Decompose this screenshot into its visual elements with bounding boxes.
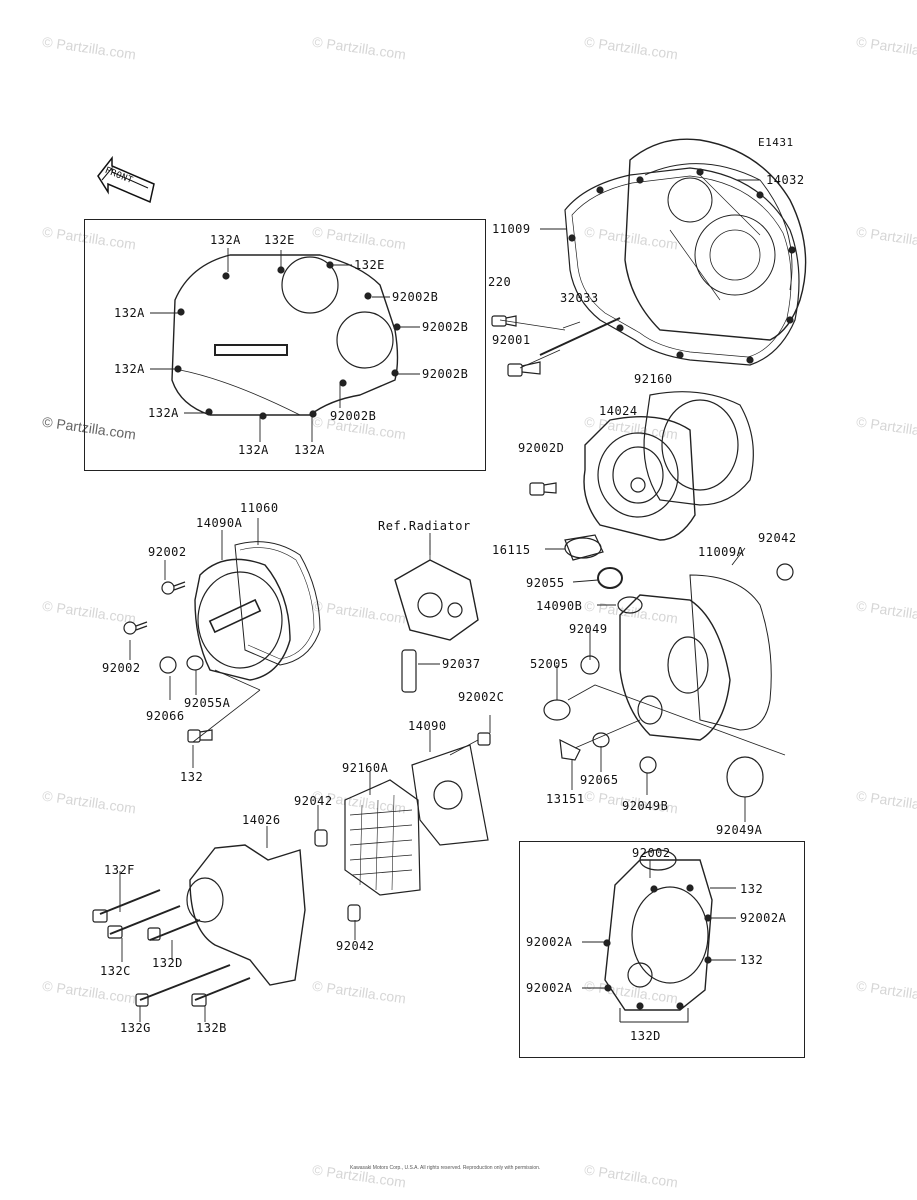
part-label-16115: 16115 bbox=[492, 543, 531, 557]
part-label-13151: 13151 bbox=[546, 792, 585, 806]
part-label-14024: 14024 bbox=[599, 404, 638, 418]
part-label-132: 132 bbox=[180, 770, 204, 784]
part-label-92160A: 92160A bbox=[342, 761, 389, 775]
part-label-92055A: 92055A bbox=[184, 696, 231, 710]
part-label-32033: 32033 bbox=[560, 291, 599, 305]
part-label-132A: 132A bbox=[294, 443, 325, 457]
part-label-92002D: 92002D bbox=[518, 441, 565, 455]
part-label-92002C: 92002C bbox=[458, 690, 505, 704]
cover-14026 bbox=[92, 829, 361, 1007]
part-label-92002: 92002 bbox=[632, 846, 671, 860]
ref-radiator-label: Ref.Radiator bbox=[378, 519, 471, 533]
crankcase-cover-14032 bbox=[624, 138, 807, 341]
cover-14090A bbox=[123, 558, 291, 743]
water-pump-cover-detail bbox=[603, 849, 713, 1023]
part-label-92055: 92055 bbox=[526, 576, 565, 590]
part-label-92049B: 92049B bbox=[622, 799, 669, 813]
part-label-92037: 92037 bbox=[442, 657, 481, 671]
plate-14090 bbox=[411, 732, 491, 846]
gasket-92160A bbox=[344, 779, 421, 896]
cover-14024 bbox=[529, 416, 696, 541]
part-label-92002B: 92002B bbox=[422, 320, 469, 334]
part-label-132D: 132D bbox=[630, 1029, 661, 1043]
part-label-92002B: 92002B bbox=[422, 367, 469, 381]
part-label-92002: 92002 bbox=[148, 545, 187, 559]
bolts-220-92001 bbox=[491, 315, 621, 377]
part-label-92042: 92042 bbox=[758, 531, 797, 545]
filler-cap-16115 bbox=[564, 534, 623, 589]
part-label-132E: 132E bbox=[264, 233, 295, 247]
part-label-92066: 92066 bbox=[146, 709, 185, 723]
part-label-132G: 132G bbox=[120, 1021, 151, 1035]
part-label-92002A: 92002A bbox=[526, 981, 573, 995]
front-arrow-icon bbox=[97, 155, 155, 204]
gasket-92160 bbox=[643, 391, 754, 506]
part-label-14032: 14032 bbox=[766, 173, 805, 187]
part-label-132A: 132A bbox=[114, 362, 145, 376]
part-label-132A: 132A bbox=[210, 233, 241, 247]
part-label-132C: 132C bbox=[100, 964, 131, 978]
cover-14090B bbox=[543, 594, 786, 798]
detail-box-clutch-cover bbox=[84, 219, 486, 471]
part-label-92002B: 92002B bbox=[330, 409, 377, 423]
part-label-14026: 14026 bbox=[242, 813, 281, 827]
part-label-132E: 132E bbox=[354, 258, 385, 272]
detail-box-water-pump-cover bbox=[519, 841, 805, 1058]
part-label-11009: 11009 bbox=[492, 222, 531, 236]
part-label-132A: 132A bbox=[114, 306, 145, 320]
part-label-92042: 92042 bbox=[336, 939, 375, 953]
part-label-132A: 132A bbox=[148, 406, 179, 420]
part-label-92049: 92049 bbox=[569, 622, 608, 636]
diagram-code: E1431 bbox=[758, 136, 794, 149]
part-label-92049A: 92049A bbox=[716, 823, 763, 837]
part-label-92002A: 92002A bbox=[526, 935, 573, 949]
part-label-92002A: 92002A bbox=[740, 911, 787, 925]
part-label-132D: 132D bbox=[152, 956, 183, 970]
part-label-132: 132 bbox=[740, 882, 764, 896]
part-label-14090A: 14090A bbox=[196, 516, 243, 530]
part-label-132: 132 bbox=[740, 953, 764, 967]
part-label-11060: 11060 bbox=[240, 501, 279, 515]
clutch-cover-detail bbox=[171, 254, 401, 420]
part-label-14090: 14090 bbox=[408, 719, 447, 733]
part-label-92002: 92002 bbox=[102, 661, 141, 675]
part-label-92002B: 92002B bbox=[392, 290, 439, 304]
part-label-92160: 92160 bbox=[634, 372, 673, 386]
part-label-220: 220 bbox=[488, 275, 512, 289]
part-label-92001: 92001 bbox=[492, 333, 531, 347]
gasket-11060 bbox=[234, 541, 321, 666]
part-label-14090B: 14090B bbox=[536, 599, 583, 613]
part-label-92042: 92042 bbox=[294, 794, 333, 808]
part-label-132A: 132A bbox=[238, 443, 269, 457]
gasket-11009 bbox=[564, 167, 800, 366]
part-label-132F: 132F bbox=[104, 863, 135, 877]
part-label-52005: 52005 bbox=[530, 657, 569, 671]
gasket-11009A bbox=[689, 563, 794, 731]
leader-lines bbox=[119, 179, 760, 1022]
part-label-92065: 92065 bbox=[580, 773, 619, 787]
part-label-11009A: 11009A bbox=[698, 545, 745, 559]
copyright-notice: Kawasaki Motors Corp., U.S.A. All rights… bbox=[350, 1165, 541, 1171]
part-label-132B: 132B bbox=[196, 1021, 227, 1035]
